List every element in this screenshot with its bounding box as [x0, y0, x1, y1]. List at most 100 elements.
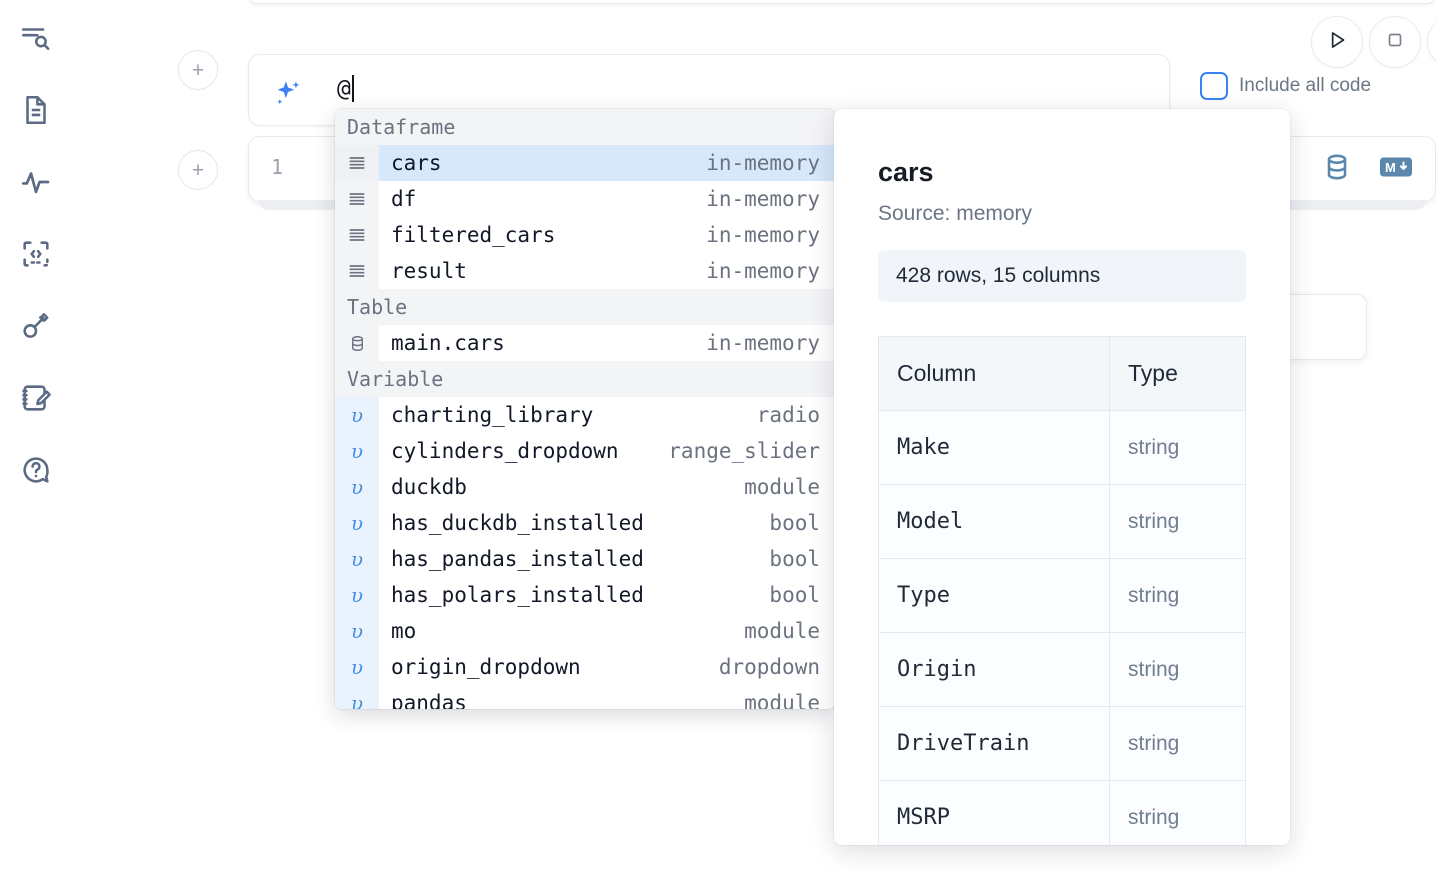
- schema-column-name: DriveTrain: [878, 706, 1110, 781]
- autocomplete-item-type: module: [744, 619, 820, 643]
- database-icon[interactable]: [1321, 151, 1353, 188]
- add-cell-above-button[interactable]: +: [178, 50, 218, 90]
- autocomplete-group-header: Dataframe: [335, 109, 834, 145]
- scratchpad-edit-icon: [19, 381, 53, 415]
- sidebar-item-activity[interactable]: [12, 158, 60, 206]
- autocomplete-item[interactable]: υ has_pandas_installed bool: [335, 541, 834, 577]
- help-chat-icon: [19, 453, 53, 487]
- schema-column-type: string: [1109, 706, 1246, 781]
- variable-icon: υ: [335, 505, 379, 541]
- text-caret: [351, 75, 354, 102]
- autocomplete-item-type: in-memory: [706, 187, 820, 211]
- dataframe-icon: [335, 217, 379, 253]
- autocomplete-item-type: in-memory: [706, 259, 820, 283]
- autocomplete-item-name: origin_dropdown: [391, 655, 581, 679]
- stop-button[interactable]: [1369, 16, 1421, 68]
- autocomplete-item-name: pandas: [391, 691, 467, 709]
- include-all-code-label: Include all code: [1239, 75, 1372, 96]
- autocomplete-item-name: df: [391, 187, 417, 211]
- autocomplete-item-name: duckdb: [391, 475, 467, 499]
- schema-column-type: string: [1109, 484, 1246, 559]
- sidebar-item-scratchpad[interactable]: [12, 374, 60, 422]
- autocomplete-item-type: radio: [756, 403, 820, 427]
- code-brackets-icon: [19, 237, 53, 271]
- autocomplete-item-name: result: [391, 259, 467, 283]
- autocomplete-item-name: has_pandas_installed: [391, 547, 644, 571]
- autocomplete-item-type: module: [744, 691, 820, 709]
- table-header-row: Column Type: [878, 336, 1246, 411]
- autocomplete-item-name: charting_library: [391, 403, 594, 427]
- autocomplete-item-type: bool: [769, 547, 820, 571]
- schema-column-type: string: [1109, 558, 1246, 633]
- autocomplete-item-name: cars: [391, 151, 442, 175]
- autocomplete-item-type: in-memory: [706, 223, 820, 247]
- cell-actions: M: [1321, 151, 1413, 188]
- schema-column-type: string: [1109, 780, 1246, 845]
- variable-icon: υ: [335, 577, 379, 613]
- autocomplete-group-header: Variable: [335, 361, 834, 397]
- previous-cell-edge: [248, 0, 1436, 4]
- autocomplete-item[interactable]: filtered_cars in-memory: [335, 217, 834, 253]
- variable-icon: υ: [335, 433, 379, 469]
- sidebar-item-secrets[interactable]: [12, 302, 60, 350]
- variable-icon: υ: [335, 397, 379, 433]
- sidebar-item-help[interactable]: [12, 446, 60, 494]
- autocomplete-item[interactable]: df in-memory: [335, 181, 834, 217]
- autocomplete-item[interactable]: υ charting_library radio: [335, 397, 834, 433]
- include-all-code-row[interactable]: Include all code: [1200, 72, 1371, 100]
- autocomplete-item-name: cylinders_dropdown: [391, 439, 619, 463]
- sidebar-item-explore-search[interactable]: [12, 14, 60, 62]
- autocomplete-item-name: has_duckdb_installed: [391, 511, 644, 535]
- autocomplete-item-type: module: [744, 475, 820, 499]
- ai-prompt-value: @: [337, 76, 351, 102]
- details-shape-badge: 428 rows, 15 columns: [878, 250, 1246, 302]
- ai-prompt-input[interactable]: @: [337, 75, 354, 102]
- schema-column-name: Model: [878, 484, 1110, 559]
- run-button[interactable]: [1311, 16, 1363, 68]
- schema-column-name: Origin: [878, 632, 1110, 707]
- schema-column-name: MSRP: [878, 780, 1110, 845]
- database-icon: [335, 325, 379, 361]
- autocomplete-item-type: range_slider: [668, 439, 820, 463]
- details-title: cars: [878, 157, 934, 187]
- autocomplete-item-type: dropdown: [718, 655, 820, 679]
- autocomplete-item[interactable]: main.cars in-memory: [335, 325, 834, 361]
- more-actions-button[interactable]: [1427, 16, 1436, 68]
- markdown-icon[interactable]: M: [1379, 155, 1413, 184]
- autocomplete-item[interactable]: υ cylinders_dropdown range_slider: [335, 433, 834, 469]
- autocomplete-item-name: main.cars: [391, 331, 505, 355]
- sidebar-item-document[interactable]: [12, 86, 60, 134]
- add-cell-below-button[interactable]: +: [178, 150, 218, 190]
- type-header: Type: [1109, 336, 1246, 411]
- autocomplete-item-type: in-memory: [706, 331, 820, 355]
- schema-column-type: string: [1109, 632, 1246, 707]
- completion-details-panel: cars Source: memory 428 rows, 15 columns…: [834, 109, 1290, 845]
- autocomplete-item-name: filtered_cars: [391, 223, 556, 247]
- sidebar-item-code-brackets[interactable]: [12, 230, 60, 278]
- variable-icon: υ: [335, 541, 379, 577]
- play-icon: [1324, 27, 1350, 58]
- autocomplete-item-type: bool: [769, 583, 820, 607]
- autocomplete-item[interactable]: υ origin_dropdown dropdown: [335, 649, 834, 685]
- dataframe-icon: [335, 145, 379, 181]
- svg-text:M: M: [1385, 160, 1396, 175]
- include-all-code-checkbox[interactable]: [1200, 72, 1228, 100]
- details-source: Source: memory: [878, 202, 1033, 225]
- variable-icon: υ: [335, 649, 379, 685]
- sparkle-icon: [271, 77, 305, 116]
- explore-search-icon: [19, 21, 53, 55]
- autocomplete-item[interactable]: result in-memory: [335, 253, 834, 289]
